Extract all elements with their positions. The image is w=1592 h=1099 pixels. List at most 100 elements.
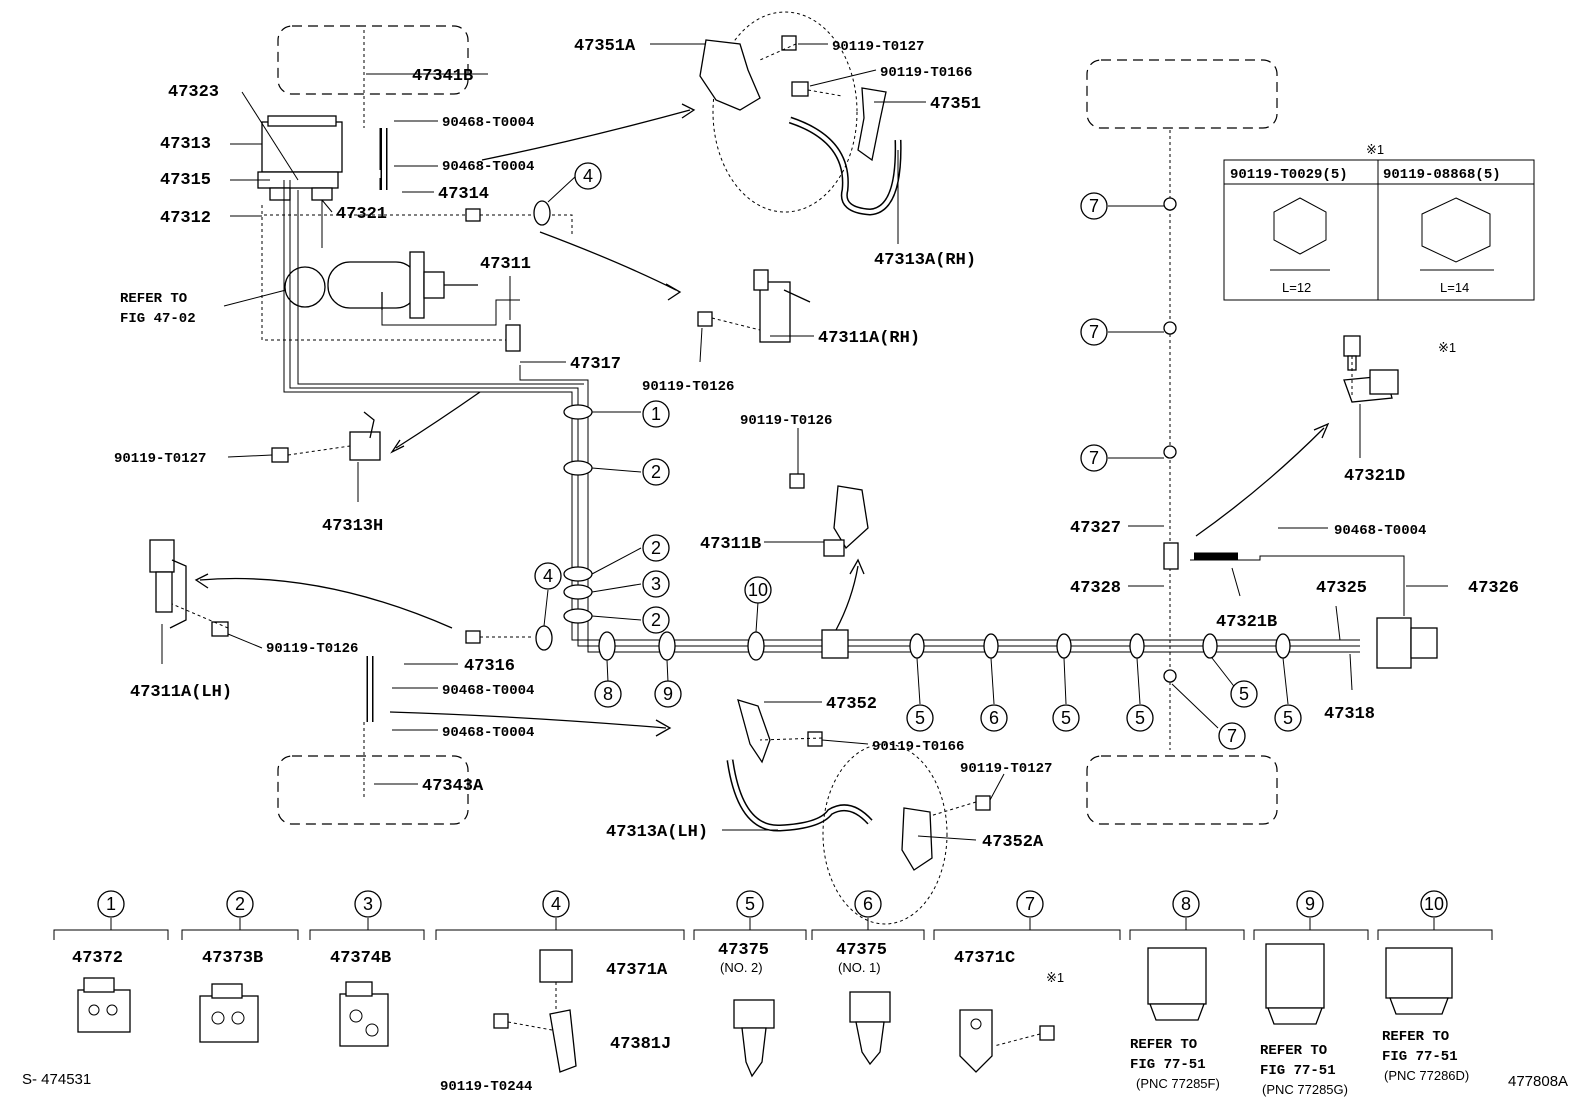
svg-text:8: 8: [603, 684, 613, 704]
bolt-table-mark: ※1: [1366, 142, 1384, 157]
refer-fig-line1: REFER TO: [120, 291, 187, 307]
label-47316: 47316: [464, 657, 515, 676]
diagram-id: 477808A: [1508, 1073, 1568, 1090]
legend-sub-no1: (NO. 1): [838, 960, 881, 975]
callout-1: 1: [642, 400, 670, 428]
legend-part-47371a: 47371A: [606, 961, 668, 980]
label-47313: 47313: [160, 135, 211, 154]
svg-text:1: 1: [106, 894, 116, 914]
label-47352: 47352: [826, 695, 877, 714]
leader-lines: [161, 43, 1448, 841]
callout-5d: 5: [1230, 680, 1258, 708]
callout-7a: 7: [1080, 192, 1108, 220]
bolt-length-1: L=12: [1282, 280, 1311, 295]
callout-7b: 7: [1080, 318, 1108, 346]
svg-text:2: 2: [651, 610, 661, 630]
svg-text:7: 7: [1089, 322, 1099, 342]
rear-clip-points: [1163, 197, 1177, 683]
clip-5-drawing: [733, 999, 775, 1078]
label-47311: 47311: [480, 255, 531, 274]
label-47341b: 47341B: [412, 67, 473, 86]
sheet-id: S- 474531: [22, 1071, 91, 1088]
legend-mark-bolt: ※1: [1046, 970, 1064, 985]
label-90119-t0166-1: 90119-T0166: [880, 65, 972, 81]
clip-7-drawing: [959, 1009, 1055, 1073]
legend-num-5: 5: [736, 890, 764, 918]
legend-8-refer-line3: (PNC 77285F): [1136, 1076, 1220, 1091]
svg-text:2: 2: [651, 462, 661, 482]
label-90119-t0126-1: 90119-T0126: [642, 379, 734, 395]
flex-hoses: [366, 116, 902, 832]
label-47327: 47327: [1070, 519, 1121, 538]
rear-brake-line: [1169, 130, 1405, 750]
label-47313a-rh: 47313A(RH): [874, 251, 976, 270]
legend-9-refer-line2: FIG 77-51: [1260, 1063, 1336, 1079]
callout-4-mid: 4: [534, 562, 562, 590]
clip-10-drawing: [1385, 947, 1453, 1015]
legend-part-47375-no1: 47375: [836, 941, 887, 960]
svg-text:3: 3: [651, 574, 661, 594]
clip-3-drawing: [339, 981, 389, 1047]
callout-2a: 2: [642, 458, 670, 486]
label-47313a-lh: 47313A(LH): [606, 823, 708, 842]
callout-7c: 7: [1080, 444, 1108, 472]
label-47312: 47312: [160, 209, 211, 228]
label-90119-t0127-2: 90119-T0127: [114, 451, 206, 467]
callout-3: 3: [642, 570, 670, 598]
legend-num-10: 10: [1420, 890, 1448, 918]
label-90468-t0004-2: 90468-T0004: [442, 159, 534, 175]
hex-head-icon: [1273, 197, 1327, 255]
label-90119-t0127-3: 90119-T0127: [960, 761, 1052, 777]
label-47328: 47328: [1070, 579, 1121, 598]
svg-text:10: 10: [1424, 894, 1444, 914]
svg-text:5: 5: [1061, 708, 1071, 728]
clip-6-drawing: [849, 991, 891, 1066]
svg-text:6: 6: [863, 894, 873, 914]
label-47343a: 47343A: [422, 777, 484, 796]
svg-text:5: 5: [1239, 684, 1249, 704]
legend-sub-no2: (NO. 2): [720, 960, 763, 975]
svg-text:6: 6: [989, 708, 999, 728]
label-90119-t0126-3: 90119-T0126: [266, 641, 358, 657]
refer-fig-line2: FIG 47-02: [120, 311, 196, 327]
clip-8-drawing: [1147, 947, 1207, 1021]
clip-legend: 1 2 3 4 5 6 7 8 9 10 47372 47373B 47374B…: [53, 890, 1493, 1097]
callout-5a: 5: [906, 704, 934, 732]
svg-text:5: 5: [915, 708, 925, 728]
legend-part-47374b: 47374B: [330, 949, 391, 968]
label-47318: 47318: [1324, 705, 1375, 724]
label-47314: 47314: [438, 185, 489, 204]
svg-text:10: 10: [748, 580, 768, 600]
clip-1-drawing: [77, 977, 131, 1033]
svg-text:9: 9: [1305, 894, 1315, 914]
label-47313h: 47313H: [322, 517, 383, 536]
legend-part-47372: 47372: [72, 949, 123, 968]
reference-arrows: [194, 103, 1330, 737]
svg-text:3: 3: [363, 894, 373, 914]
label-47325: 47325: [1316, 579, 1367, 598]
legend-8-refer-line2: FIG 77-51: [1130, 1057, 1206, 1073]
rear-wheel-outline-bottom: [1086, 755, 1278, 825]
callout-7d: 7: [1218, 722, 1246, 750]
bolt-icon: [1039, 1025, 1055, 1041]
part-labels: 47341B 47323 47313 47315 47312 47321 904…: [114, 37, 1519, 852]
legend-bolt-90119-t0244: 90119-T0244: [440, 1079, 532, 1095]
label-90468-t0004-1: 90468-T0004: [442, 115, 534, 131]
legend-10-refer-line1: REFER TO: [1382, 1029, 1449, 1045]
label-47321: 47321: [336, 205, 387, 224]
bolt-col1-header: 90119-T0029(5): [1230, 167, 1348, 183]
callout-8: 8: [594, 680, 622, 708]
svg-text:7: 7: [1089, 448, 1099, 468]
legend-num-7: 7: [1016, 890, 1044, 918]
legend-9-refer-line1: REFER TO: [1260, 1043, 1327, 1059]
callout-circles: 4 1 2 2 3 2 4 8 9 10 5 6 5 5 5 5 7 7 7 7: [534, 162, 1302, 750]
clip-9-drawing: [1265, 943, 1325, 1025]
legend-num-2: 2: [226, 890, 254, 918]
brackets: [149, 39, 1399, 871]
hose-group-outline-rh: [712, 11, 858, 213]
svg-text:7: 7: [1025, 894, 1035, 914]
label-90119-t0126-2: 90119-T0126: [740, 413, 832, 429]
legend-10-refer-line3: (PNC 77286D): [1384, 1068, 1469, 1083]
